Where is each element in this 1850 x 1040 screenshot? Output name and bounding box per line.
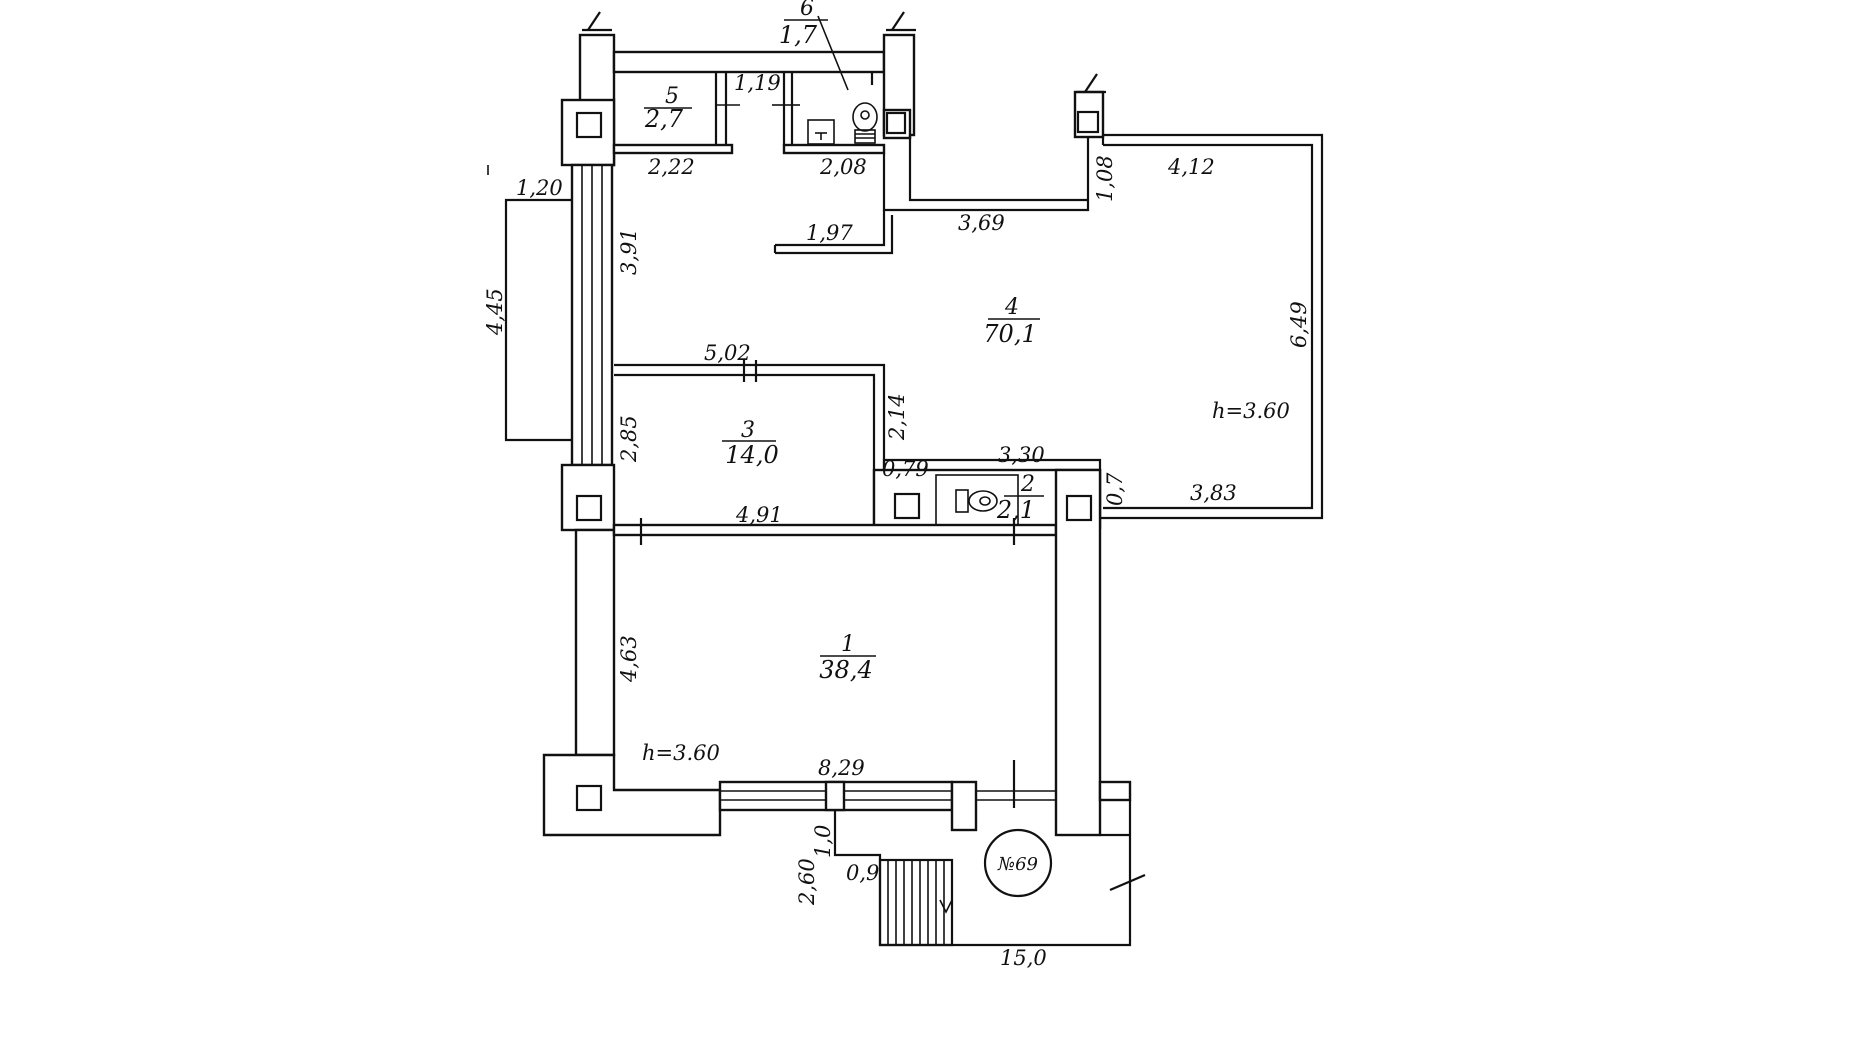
dimension-label: 6,49 [1287, 301, 1311, 348]
dimension-label: 3,69 [958, 211, 1005, 235]
pillar [1076, 110, 1100, 134]
svg-text:2,1: 2,1 [996, 496, 1035, 524]
dimension-label: 4,91 [735, 503, 783, 527]
svg-text:2,7: 2,7 [644, 105, 684, 133]
svg-text:4: 4 [1004, 295, 1019, 320]
room-4-height: h=3.60 [1212, 399, 1290, 423]
dimension-label: 2,14 [885, 393, 909, 441]
dimension-label: 2,85 [617, 415, 641, 463]
dimension-label: 1,19 [734, 71, 781, 95]
pillar [893, 492, 921, 520]
right-walls [1101, 133, 1324, 520]
svg-text:5: 5 [665, 84, 679, 109]
svg-text:38,4: 38,4 [819, 656, 872, 684]
dimension-label: 1,97 [806, 221, 853, 245]
dimension-label: 0,79 [882, 457, 929, 481]
entrance-stairs [878, 858, 954, 947]
pillar [575, 494, 603, 522]
dimension-label: 15,0 [1000, 946, 1047, 970]
svg-text:2: 2 [1020, 472, 1035, 497]
room-4-label: 4 70,1 [983, 295, 1040, 348]
dimension-label: 3,83 [1190, 481, 1237, 505]
pillars [575, 110, 1100, 812]
room-1-label: 1 38,4 [819, 632, 876, 684]
svg-text:3: 3 [741, 418, 755, 443]
top-walls [612, 33, 1105, 255]
bottom-wall [718, 760, 1146, 947]
pillar [1065, 494, 1093, 522]
dimension-label: 8,29 [818, 756, 865, 780]
room-1-height: h=3.60 [642, 741, 720, 765]
dimension-label: 0,9 [846, 861, 879, 885]
room-5-label: 5 2,7 [644, 84, 692, 133]
building-number: №69 [997, 854, 1038, 875]
room1-right-wall [1054, 468, 1102, 837]
dimension-label: 1,0 [811, 825, 835, 858]
room-2-label: 2 2,1 [996, 472, 1044, 524]
dimension-label: 0,7 [1103, 472, 1127, 506]
svg-text:70,1: 70,1 [983, 320, 1036, 348]
dimension-label: 4,45 [483, 288, 507, 336]
dimension-label: 5,02 [704, 341, 751, 365]
dimension-label: 2,60 [795, 858, 819, 906]
pillar [575, 111, 603, 139]
room-3-label: 3 14,0 [722, 418, 779, 469]
pillar [575, 784, 603, 812]
svg-text:6: 6 [800, 0, 814, 21]
toilet-icon [852, 102, 878, 144]
room-6-label: 6 1,7 [779, 0, 828, 49]
dimension-label: 3,30 [998, 443, 1045, 467]
dimension-label: 1,20 [516, 176, 563, 200]
dimension-label: 4,12 [1167, 155, 1215, 179]
sink-icon [807, 119, 835, 145]
dimension-label: 1,08 [1093, 155, 1117, 202]
dimension-ticks [716, 15, 849, 106]
svg-text:1: 1 [841, 632, 855, 657]
dimension-label: 2,08 [819, 155, 867, 179]
svg-text:14,0: 14,0 [725, 441, 778, 469]
building-number-stamp [983, 828, 1053, 898]
toilet-icon [955, 489, 998, 513]
dimension-label: 2,22 [647, 155, 695, 179]
left-window-bay [504, 198, 572, 442]
svg-text:1,7: 1,7 [779, 21, 818, 49]
break-marks [582, 11, 1106, 94]
pillar [885, 111, 907, 135]
dimension-label: 4,63 [617, 635, 641, 683]
dimension-label: 3,91 [617, 228, 641, 275]
